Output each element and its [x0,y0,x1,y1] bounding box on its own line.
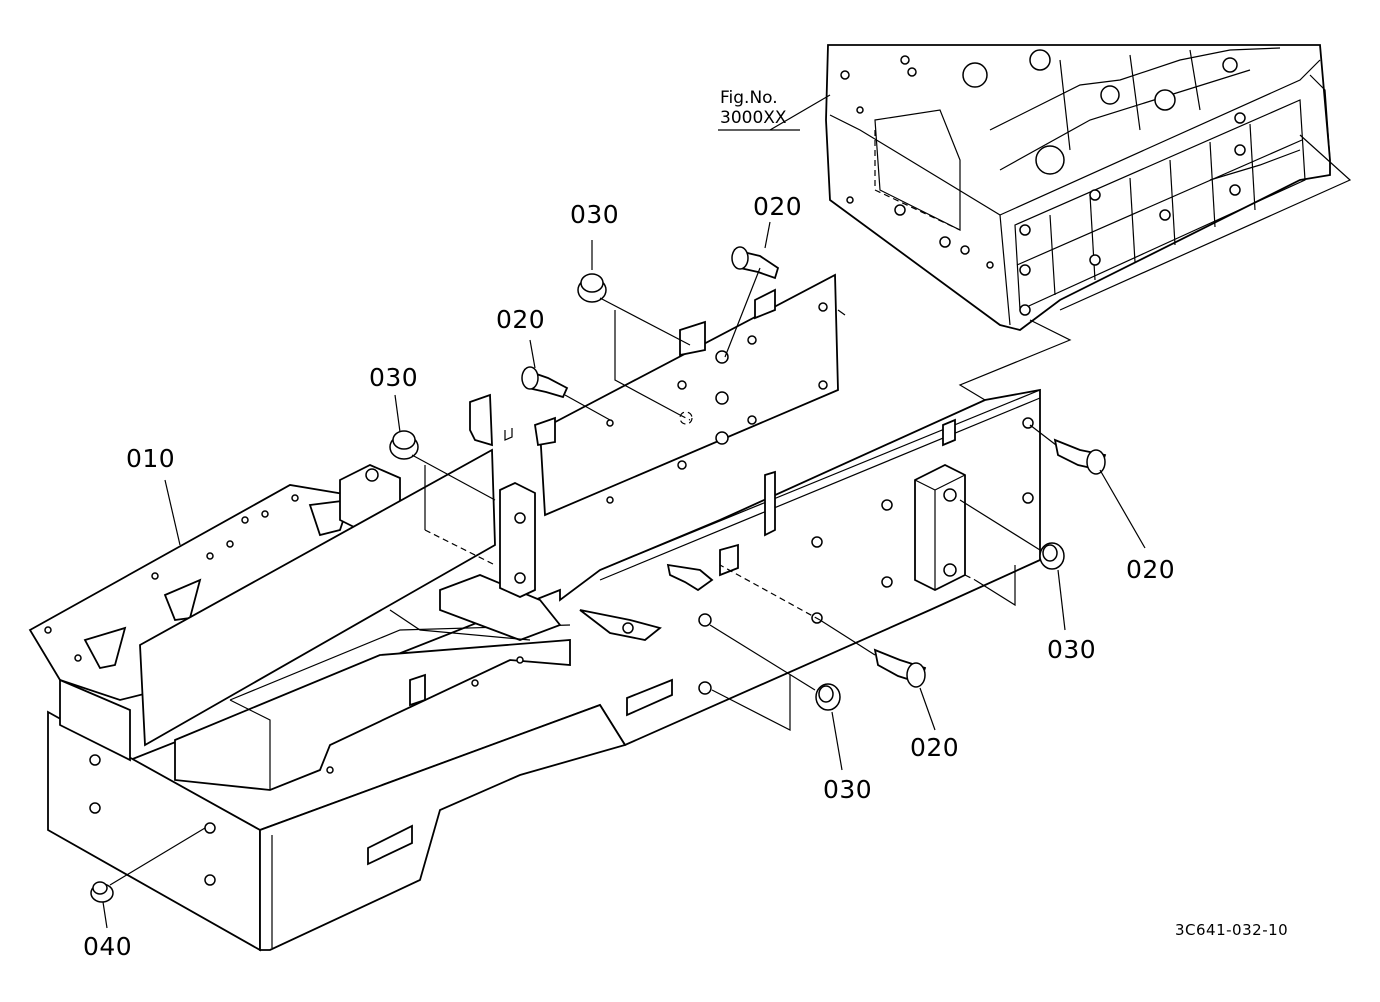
callout-030-left: 030 [369,363,419,392]
callout-020-top: 020 [753,192,803,221]
small-bracket [469,393,493,447]
bolt-020 [1053,438,1107,475]
partition-plate [139,448,496,747]
figure-reference-line2: 3000XX [720,108,787,128]
callout-030-right: 030 [1047,635,1097,664]
engine-align-line [958,319,1072,401]
callout-020-upper-mid: 020 [496,305,546,334]
frame-bracket-block-right [914,463,966,592]
frame-tab [764,470,776,537]
mid-tab [579,609,662,641]
plug-030 [1039,542,1065,570]
figure-reference: Fig.No. 3000XX [720,88,787,128]
upright-block [499,482,536,598]
frame-cross-tray [174,574,571,791]
main-frame-left-box [47,703,627,952]
assembly-lines [109,267,1057,886]
callout-040: 040 [83,932,133,961]
plug-040 [90,881,114,903]
plug-030 [389,430,419,460]
bolt-020 [731,246,780,280]
callout-020-bottom: 020 [910,733,960,762]
bolt-020 [873,648,927,688]
drawing-code: 3C641-032-10 [1175,921,1289,939]
upper-mount-plate [539,273,846,517]
bolt-020 [521,366,569,399]
engine-block [825,44,1331,331]
leader-lines [102,94,1146,929]
figure-reference-line1: Fig.No. [720,88,778,108]
callout-010: 010 [126,444,176,473]
callout-030-bottom: 030 [823,775,873,804]
callout-030-top: 030 [570,200,620,229]
plug-030 [577,273,607,303]
callout-020-right: 020 [1126,555,1176,584]
plug-030 [815,683,841,711]
